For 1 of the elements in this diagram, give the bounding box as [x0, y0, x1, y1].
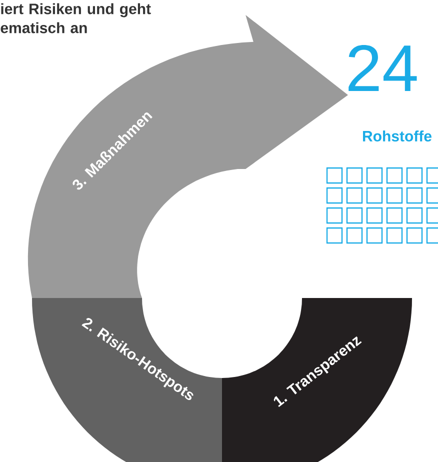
- number-caption: Rohstoffe: [363, 130, 432, 142]
